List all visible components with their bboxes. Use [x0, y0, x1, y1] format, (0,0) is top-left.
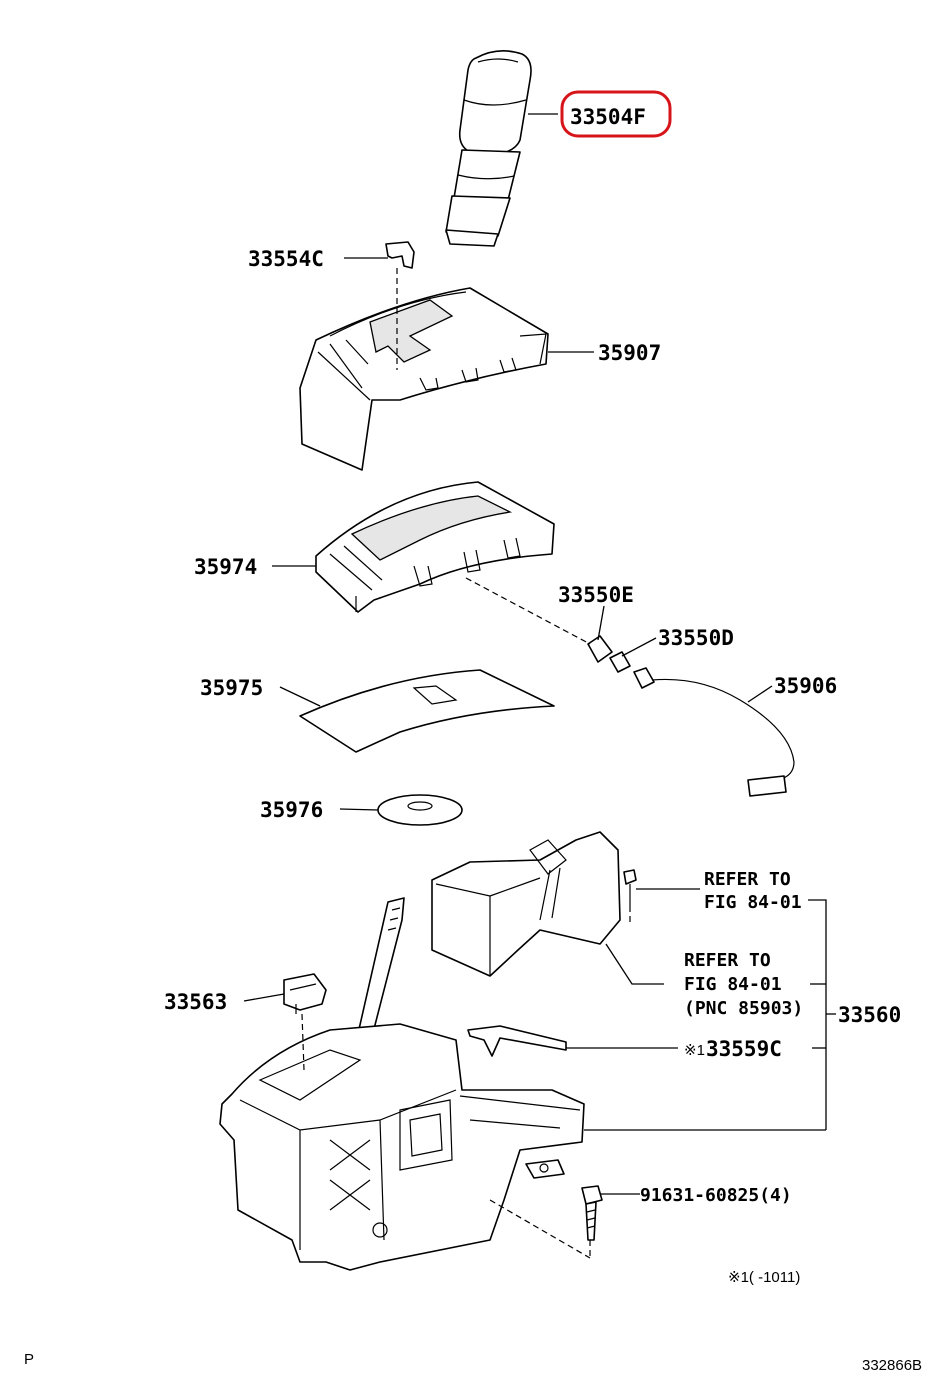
refer-note-2-line3: (PNC 85903): [684, 998, 803, 1019]
slide-plate-part[interactable]: [299, 669, 555, 753]
indicator-housing-part[interactable]: [299, 287, 549, 471]
shift-lock-unit-part[interactable]: [431, 831, 637, 977]
callout-33563: 33563: [164, 990, 227, 1014]
bulb-socket-part[interactable]: [609, 651, 631, 673]
callout-35906: 35906: [774, 674, 837, 698]
callout-35907: 35907: [598, 341, 661, 365]
leader-lines: [243, 113, 836, 1195]
callout-91631: 91631-60825(4): [640, 1185, 792, 1206]
callout-35976: 35976: [260, 798, 323, 822]
clip-part-33554c[interactable]: [385, 241, 415, 269]
refer-note-1-line1: REFER TO: [704, 869, 791, 890]
indicator-plate-part[interactable]: [315, 481, 555, 613]
bulb-part[interactable]: [587, 635, 613, 663]
clip-part-33563[interactable]: [283, 973, 327, 1014]
shift-lever-assembly-part[interactable]: [219, 897, 585, 1271]
callout-33550e: 33550E: [558, 583, 634, 607]
callout-33554c: 33554C: [248, 247, 324, 271]
callout-33504f: 33504F: [570, 105, 646, 129]
highlight-box: [560, 90, 672, 138]
bolt-part[interactable]: [581, 1185, 603, 1241]
shift-knob-part[interactable]: [445, 50, 532, 247]
washer-part[interactable]: [377, 794, 463, 826]
wire-harness-part[interactable]: [633, 667, 795, 797]
callout-33550d: 33550D: [658, 626, 734, 650]
refer-note-2-line2: FIG 84-01: [684, 974, 782, 995]
alignment-lines: [301, 268, 631, 1260]
callout-33559c: 33559C: [706, 1037, 782, 1061]
link-bar-part[interactable]: [467, 1025, 567, 1057]
footnote-legend: ※1( -1011): [728, 1269, 800, 1286]
callout-35974: 35974: [194, 555, 257, 579]
refer-note-1-line2: FIG 84-01: [704, 892, 802, 913]
refer-note-2-line1: REFER TO: [684, 950, 771, 971]
callout-33560: 33560: [838, 1003, 901, 1027]
callout-35975: 35975: [200, 676, 263, 700]
footnote-mark: ※1: [684, 1042, 705, 1059]
diagram-id: 332866B: [862, 1357, 922, 1374]
corner-code-left: P: [24, 1351, 34, 1368]
